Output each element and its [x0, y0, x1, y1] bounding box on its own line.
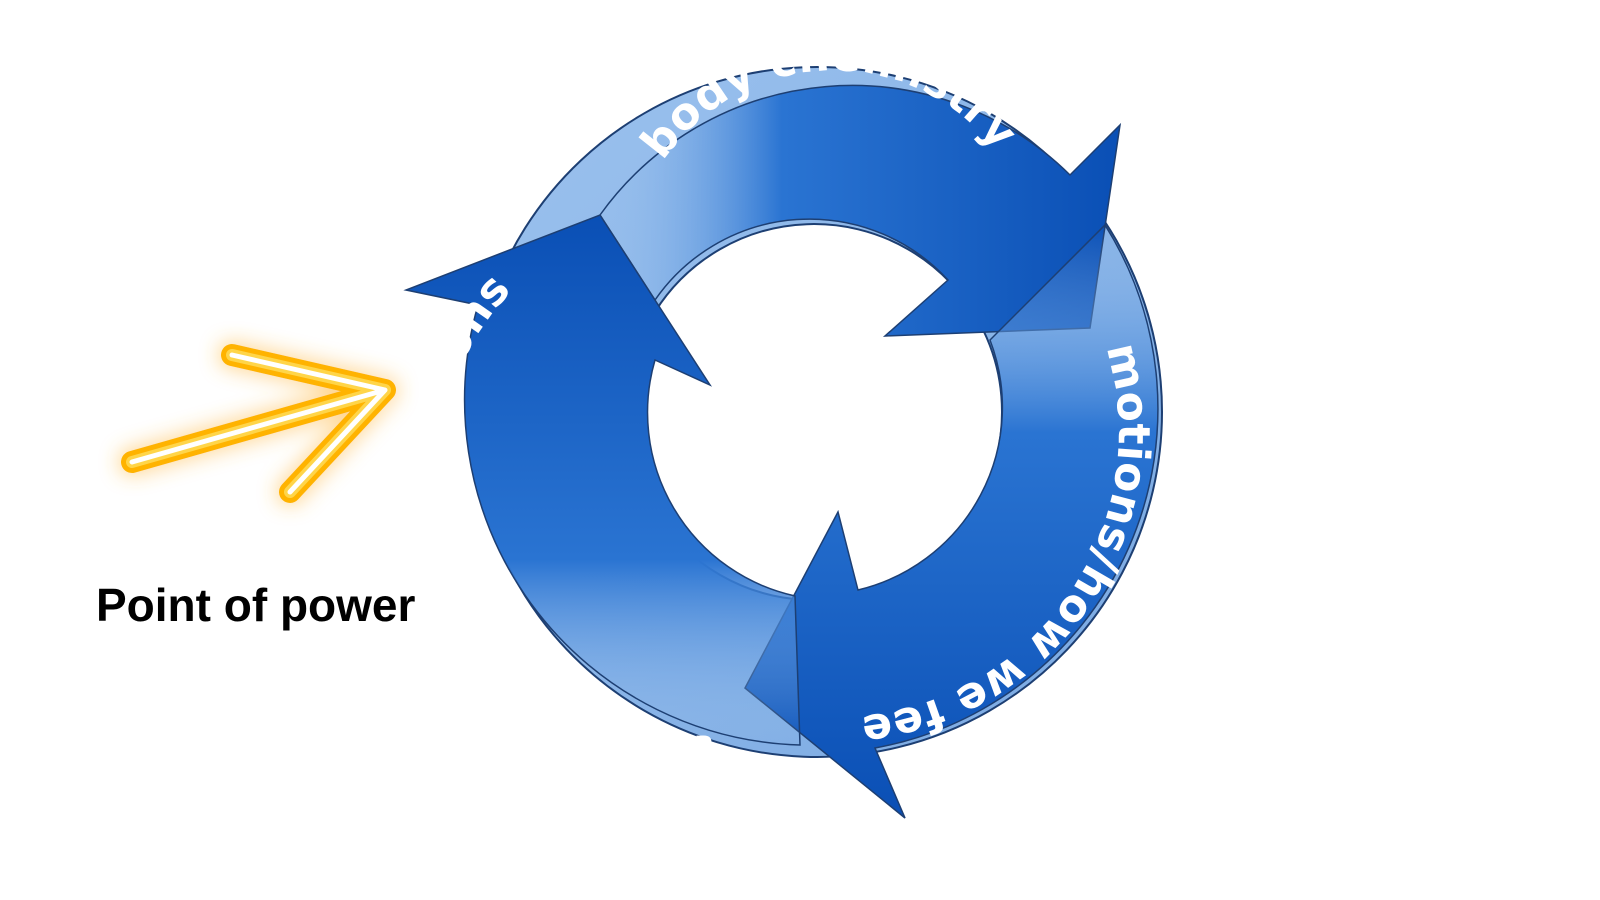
- arrow-emotions: [744, 223, 1159, 819]
- arrow-body-chemistry: [599, 84, 1122, 337]
- point-of-power-label: Point of power: [96, 579, 416, 631]
- glowing-pointer-arrow-icon: [121, 344, 396, 503]
- arrow-thoughts: [403, 214, 801, 746]
